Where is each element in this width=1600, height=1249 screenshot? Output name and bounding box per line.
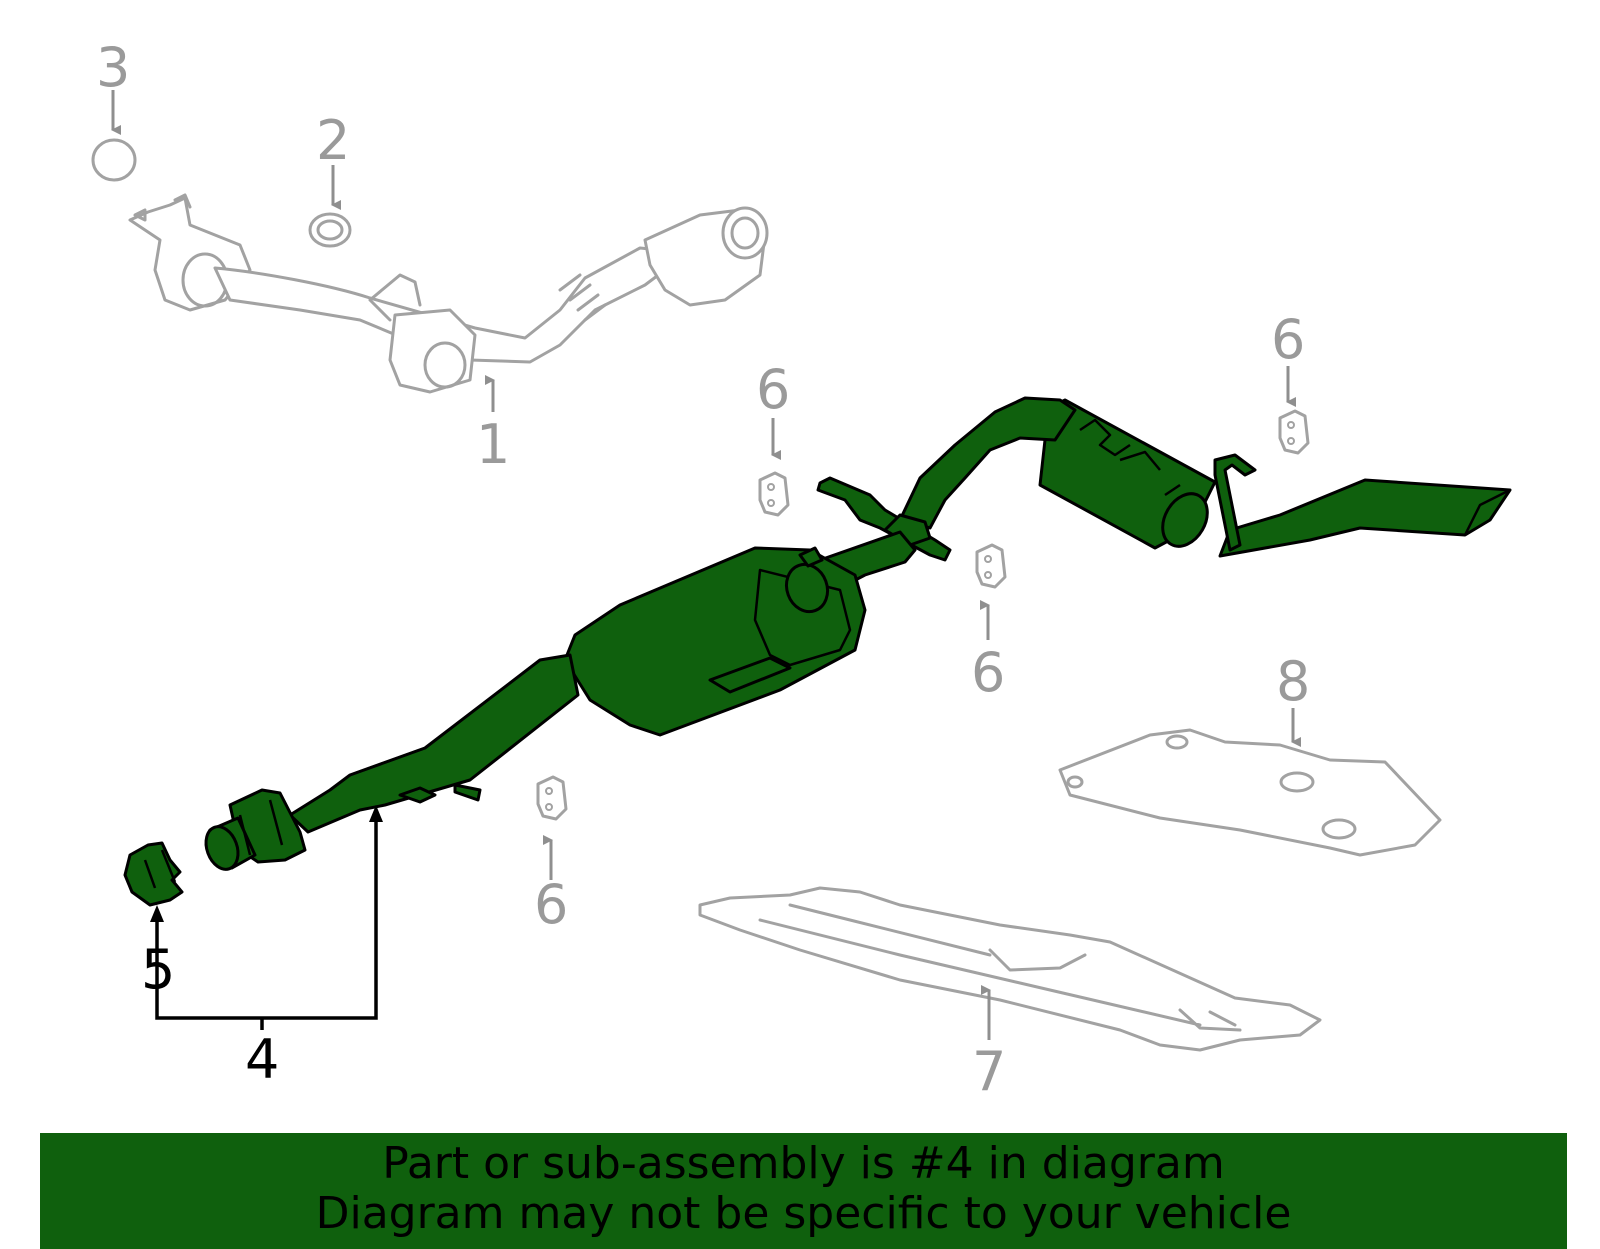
callout-6b: 6 (1271, 308, 1305, 371)
callout-arrows (111, 90, 1301, 1040)
hanger-6-a[interactable] (758, 471, 790, 517)
part-4-exhaust-assembly[interactable] (200, 396, 1512, 874)
callout-7: 7 (972, 1040, 1006, 1103)
hanger-6-c[interactable] (975, 543, 1007, 589)
part-8-heat-shield[interactable] (1058, 728, 1442, 857)
part-5-clamp[interactable] (123, 841, 184, 907)
callout-1: 1 (476, 413, 510, 476)
hanger-6-b[interactable] (1278, 409, 1310, 455)
hanger-6-d[interactable] (536, 775, 568, 821)
banner-line-2: Diagram may not be specific to your vehi… (315, 1188, 1292, 1239)
callout-6a: 6 (756, 358, 790, 421)
part-1-front-pipe-converter[interactable] (128, 193, 769, 394)
callout-2: 2 (316, 109, 350, 172)
callout-6d: 6 (534, 873, 568, 936)
callout-5: 5 (141, 938, 175, 1001)
callout-3: 3 (96, 36, 130, 99)
callout-6c: 6 (971, 641, 1005, 704)
callout-labels: 1 2 3 6 6 6 6 7 8 5 4 (96, 36, 1310, 1103)
info-banner: Part or sub-assembly is #4 in diagram Di… (40, 1133, 1567, 1249)
part-3-seal-ring[interactable] (91, 138, 137, 182)
part-2-gasket[interactable] (308, 212, 352, 248)
callout-8: 8 (1276, 650, 1310, 713)
callout-4: 4 (245, 1028, 279, 1091)
banner-line-1: Part or sub-assembly is #4 in diagram (382, 1138, 1225, 1189)
part-7-heat-shield[interactable] (698, 886, 1322, 1052)
